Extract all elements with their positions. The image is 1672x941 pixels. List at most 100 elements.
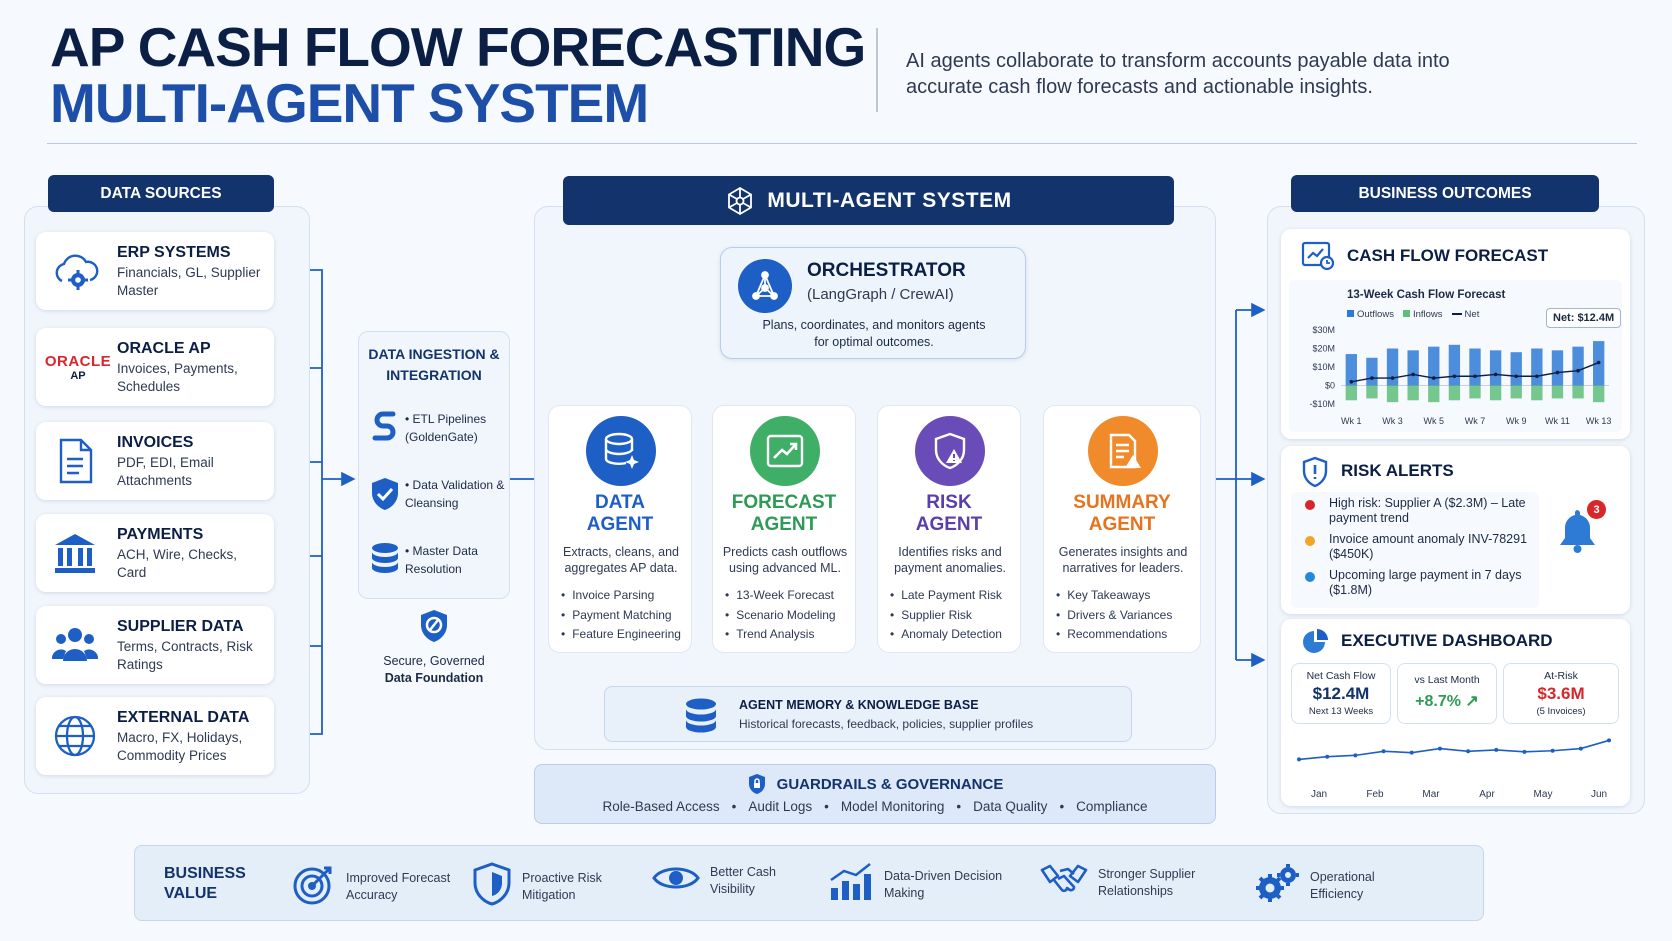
secure-shield-icon xyxy=(418,608,450,649)
chart-legend: Outflows Inflows Net xyxy=(1347,309,1479,320)
list-item: Drivers & Variances xyxy=(1056,606,1172,626)
list-item: Late Payment Risk xyxy=(890,586,1002,606)
source-card-erp[interactable]: ERP SYSTEMS Financials, GL, Supplier Mas… xyxy=(36,232,274,310)
orchestrator-subtitle: (LangGraph / CrewAI) xyxy=(807,286,954,303)
trend-point xyxy=(1494,747,1499,752)
net-point xyxy=(1535,374,1539,379)
source-desc: Macro, FX, Holidays, Commodity Prices xyxy=(117,730,243,763)
source-card-payments[interactable]: PAYMENTS ACH, Wire, Checks, Card xyxy=(36,514,274,592)
guardrails-bar[interactable]: GUARDRAILS & GOVERNANCE Role-Based Acces… xyxy=(534,764,1216,824)
risk-alert-list xyxy=(1291,492,1539,608)
header-divider xyxy=(876,28,878,112)
inflow-bar xyxy=(1572,385,1584,399)
pipeline-icon xyxy=(369,410,401,449)
value-item[interactable]: Data-Driven Decision Making xyxy=(828,862,1014,907)
trend-point xyxy=(1325,754,1330,759)
inflow-bar xyxy=(1448,385,1461,401)
month-label: May xyxy=(1534,789,1553,800)
inflow-bar xyxy=(1489,385,1502,401)
trend-point xyxy=(1466,749,1471,754)
source-card-external[interactable]: EXTERNAL DATA Macro, FX, Holidays, Commo… xyxy=(36,697,274,775)
list-item: Invoice Parsing xyxy=(561,586,681,606)
orchestrator-card[interactable]: ORCHESTRATOR (LangGraph / CrewAI) Plans,… xyxy=(720,247,1026,359)
value-item[interactable]: Improved Forecast Accuracy xyxy=(292,862,456,911)
kpi-vs-last-month[interactable]: vs Last Month +8.7% ↗ xyxy=(1397,663,1497,724)
source-desc: Financials, GL, Supplier Master xyxy=(117,265,261,298)
net-point xyxy=(1493,372,1498,377)
source-card-supplier[interactable]: SUPPLIER DATA Terms, Contracts, Risk Rat… xyxy=(36,606,274,684)
cash-flow-card[interactable]: CASH FLOW FORECAST 13-Week Cash Flow For… xyxy=(1281,229,1630,439)
value-item[interactable]: Better Cash Visibility xyxy=(652,862,800,899)
shield-lock-icon xyxy=(747,773,767,795)
memory-desc: Historical forecasts, feedback, policies… xyxy=(739,717,1034,731)
oracle-logo: ORACLE AP xyxy=(44,352,112,382)
page-subtitle: AI agents collaborate to transform accou… xyxy=(906,50,1450,98)
trend-point xyxy=(1437,746,1442,751)
source-desc: Terms, Contracts, Risk Ratings xyxy=(117,639,253,672)
outflow-bar xyxy=(1531,348,1543,386)
trend-point xyxy=(1607,738,1611,743)
outflow-bar xyxy=(1345,354,1357,386)
outflow-bar xyxy=(1551,350,1564,386)
memory-bar[interactable]: AGENT MEMORY & KNOWLEDGE BASE Historical… xyxy=(604,686,1132,742)
trend-point xyxy=(1297,757,1301,762)
risk-alert-item[interactable]: Upcoming large payment in 7 days ($1.8M) xyxy=(1329,568,1522,597)
bar-chart-icon xyxy=(828,862,874,907)
net-point xyxy=(1473,374,1477,379)
shield-alert-icon xyxy=(915,416,985,486)
value-item[interactable]: Stronger Supplier Relationships xyxy=(1040,862,1208,903)
dashboard-title: EXECUTIVE DASHBOARD xyxy=(1341,631,1553,650)
inflow-bar xyxy=(1531,385,1543,401)
net-point xyxy=(1370,376,1374,380)
source-title: PAYMENTS xyxy=(117,526,204,543)
executive-dashboard-card[interactable]: EXECUTIVE DASHBOARD Net Cash Flow $12.4M… xyxy=(1281,619,1630,806)
y-tick-label: $30M xyxy=(1312,325,1335,335)
outflow-bar xyxy=(1572,346,1584,386)
agent-capabilities: 13-Week Forecast Scenario Modeling Trend… xyxy=(725,586,835,645)
outflow-bar xyxy=(1407,350,1419,386)
kpi-net-cash-flow[interactable]: Net Cash Flow $12.4M Next 13 Weeks xyxy=(1291,663,1391,724)
database-icon xyxy=(369,542,401,581)
net-point xyxy=(1349,380,1354,384)
outcomes-header: BUSINESS OUTCOMES xyxy=(1291,175,1599,212)
inflow-bar xyxy=(1469,385,1481,399)
ingestion-panel: DATA INGESTION & INTEGRATION • ETL Pipel… xyxy=(358,331,510,599)
agent-desc: Generates insights and narratives for le… xyxy=(1058,545,1188,575)
y-tick-label: -$10M xyxy=(1309,399,1335,409)
guardrails-title: GUARDRAILS & GOVERNANCE xyxy=(535,773,1215,795)
x-tick-label: Wk 3 xyxy=(1382,416,1403,426)
risk-alert-item[interactable]: Invoice amount anomaly INV-78291 ($450K) xyxy=(1329,532,1528,561)
ingestion-item: • Master Data Resolution xyxy=(405,544,478,576)
globe-icon xyxy=(50,711,100,761)
source-card-oracle[interactable]: ORACLE AP ORACLE AP Invoices, Payments, … xyxy=(36,328,274,406)
eye-icon xyxy=(652,862,700,899)
net-callout: Net: $12.4M xyxy=(1546,308,1622,328)
net-point xyxy=(1514,374,1519,379)
agent-desc: Identifies risks and payment anomalies. xyxy=(894,545,1006,575)
ingestion-title: DATA INGESTION & INTEGRATION xyxy=(368,346,500,383)
bell-icon[interactable] xyxy=(1553,504,1603,563)
ingestion-item: • ETL Pipelines (GoldenGate) xyxy=(405,412,487,444)
value-item[interactable]: Operational Efficiency xyxy=(1254,862,1400,909)
outflow-bar xyxy=(1386,348,1399,386)
risk-alert-item[interactable]: High risk: Supplier A ($2.3M) – Late pay… xyxy=(1329,496,1526,525)
value-item[interactable]: Proactive Risk Mitigation xyxy=(472,862,622,911)
x-tick-label: Wk 1 xyxy=(1341,416,1362,426)
source-card-invoices[interactable]: INVOICES PDF, EDI, Email Attachments xyxy=(36,422,274,500)
shield-alert-icon xyxy=(1301,456,1329,493)
inflow-bar xyxy=(1345,385,1357,401)
risk-alerts-card[interactable]: RISK ALERTS High risk: Supplier A ($2.3M… xyxy=(1281,446,1630,614)
list-item: Payment Matching xyxy=(561,606,681,626)
outflow-bar xyxy=(1489,350,1502,386)
x-tick-label: Wk 5 xyxy=(1424,416,1445,426)
kpi-at-risk[interactable]: At-Risk $3.6M (5 Invoices) xyxy=(1503,663,1619,724)
list-item: Anomaly Detection xyxy=(890,625,1002,645)
